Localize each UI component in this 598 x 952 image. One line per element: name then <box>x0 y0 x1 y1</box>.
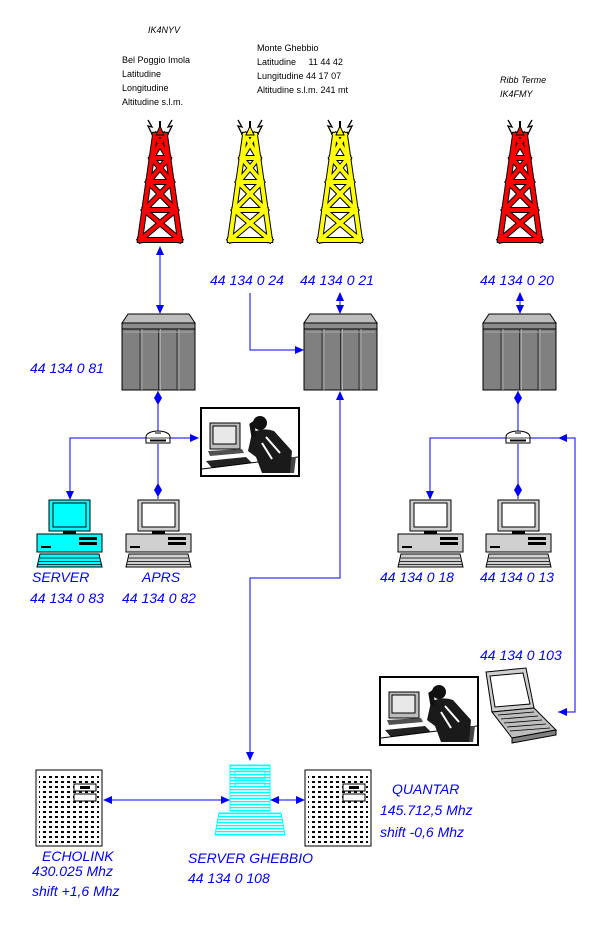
hub-icon-right <box>505 430 531 444</box>
arrow-left <box>558 708 567 716</box>
label-server-address: 44 134 0 83 <box>30 590 104 606</box>
site-name-bel-poggio: Bel Poggio Imola <box>122 55 190 65</box>
site-bel-poggio-info: IK4NYV Bel Poggio Imola Latitudine Longi… <box>122 25 190 107</box>
diamond-marker <box>514 483 522 497</box>
arrow-left <box>103 796 112 804</box>
diamond-marker <box>154 391 162 405</box>
arrow-up <box>336 391 344 400</box>
desktop-pc-icon-13 <box>485 499 552 568</box>
arrow-up <box>156 246 164 255</box>
router-icon-ribb-terme <box>482 313 557 391</box>
desktop-pc-icon-server <box>36 499 103 568</box>
diamond-marker <box>514 391 522 405</box>
diamond-marker <box>154 483 162 497</box>
arrow-right <box>295 346 304 354</box>
arrow-right <box>190 434 199 442</box>
label-aprs-address: 44 134 0 82 <box>122 590 196 606</box>
radio-tower-icon-ghebbio-1 <box>230 120 270 240</box>
label-quantar-shift: shift -0,6 Mhz <box>380 824 464 840</box>
site-altitude-monte-ghebbio: Altitudine s.l.m. 241 mt <box>257 85 349 95</box>
server-tower-icon-echolink <box>35 769 103 847</box>
label-quantar-frequency: 145.712,5 Mhz <box>380 802 473 818</box>
label-server-ghebbio-address: 44 134 0 108 <box>188 870 270 886</box>
hub-icon-left <box>145 430 171 444</box>
callsign-ik4nyv: IK4NYV <box>148 25 181 35</box>
label-node-24: 44 134 0 24 <box>210 272 284 288</box>
label-aprs-name: APRS <box>141 569 181 585</box>
radio-tower-icon-ribb-terme <box>500 120 540 240</box>
laptop-icon <box>485 667 557 744</box>
label-node-21: 44 134 0 21 <box>300 272 374 288</box>
label-node-18: 44 134 0 18 <box>380 569 454 585</box>
site-name-monte-ghebbio: Monte Ghebbio <box>257 43 319 53</box>
site-ribb-terme-info: Ribb Terme IK4FMY <box>500 75 546 99</box>
radio-tower-icon-ghebbio-2 <box>320 120 360 240</box>
desktop-pc-icon-aprs <box>125 499 192 568</box>
label-server-ghebbio-name: SERVER GHEBBIO <box>188 850 313 866</box>
label-quantar-name: QUANTAR <box>392 781 459 797</box>
link-tower-ghebbio-1-router <box>249 293 303 351</box>
callsign-ik4fmy: IK4FMY <box>500 89 534 99</box>
site-latitude-bel-poggio: Latitudine <box>122 69 161 79</box>
label-node-20: 44 134 0 20 <box>480 272 554 288</box>
router-icon-monte-ghebbio <box>303 313 378 391</box>
link-hub-right-lan <box>429 437 576 713</box>
arrow-left <box>270 796 279 804</box>
arrow-left <box>558 434 567 442</box>
label-node-13: 44 134 0 13 <box>480 569 554 585</box>
router-icon-bel-poggio <box>121 313 196 391</box>
label-node-81: 44 134 0 81 <box>30 360 104 376</box>
site-latitude-monte-ghebbio: Latitudine 11 44 42 <box>257 57 343 67</box>
link-router-ghebbio-server <box>249 392 341 760</box>
arrow-down <box>66 491 74 500</box>
desktop-pc-icon-18 <box>397 499 464 568</box>
arrow-down <box>156 305 164 314</box>
arrow-down <box>426 491 434 500</box>
arrow-right <box>296 796 305 804</box>
radio-tower-icon-bel-poggio <box>140 120 180 240</box>
arrow-up <box>516 292 524 301</box>
arrow-down <box>246 752 254 761</box>
server-tower-icon-quantar <box>304 769 372 847</box>
site-name-ribb-terme: Ribb Terme <box>500 75 546 85</box>
arrow-down <box>336 305 344 314</box>
label-echolink-shift: shift +1,6 Mhz <box>32 883 120 899</box>
site-monte-ghebbio-info: Monte Ghebbio Latitudine 11 44 42 Lungit… <box>257 43 349 95</box>
link-hub-left-lan <box>69 437 198 499</box>
operator-photo-right <box>380 677 478 745</box>
label-echolink-frequency: 430.025 Mhz <box>32 863 113 879</box>
label-node-103: 44 134 0 103 <box>480 647 562 663</box>
arrow-down <box>516 305 524 314</box>
arrow-right <box>221 796 230 804</box>
site-longitude-monte-ghebbio: Lungitudine 44 17 07 <box>257 71 341 81</box>
operator-photo-left <box>201 408 299 476</box>
site-altitude-bel-poggio: Altitudine s.l.m. <box>122 97 183 107</box>
site-longitude-bel-poggio: Longitudine <box>122 83 169 93</box>
label-server-name: SERVER <box>32 569 89 585</box>
label-echolink-name: ECHOLINK <box>42 848 114 864</box>
arrow-up <box>336 292 344 301</box>
